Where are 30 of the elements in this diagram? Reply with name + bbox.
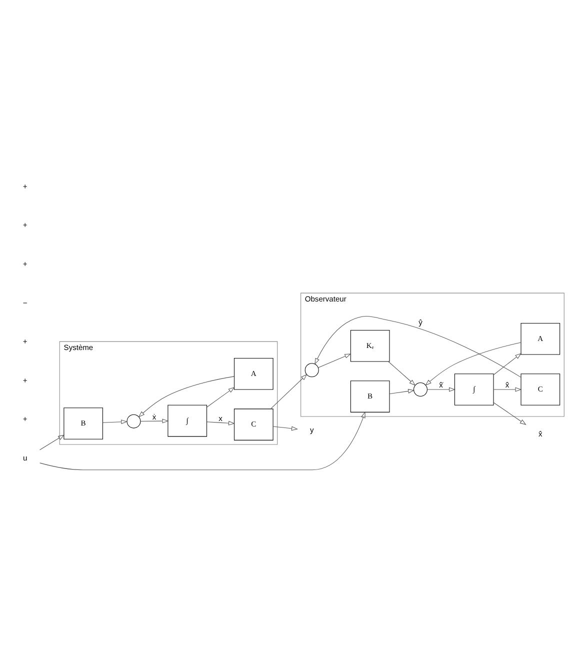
arrow [493,353,522,375]
arrow [40,434,65,450]
node-box: ∫ [454,374,494,406]
arrow [138,376,234,418]
arrow [314,316,522,378]
node-box: B [350,380,390,412]
arrow [270,374,308,410]
node-circle [413,382,428,397]
arrow [318,354,352,368]
arrow [389,388,415,394]
arrow [140,418,169,424]
node-circle [304,363,319,378]
node-box: C [234,408,274,440]
node-box: A [520,322,560,355]
arrow [40,412,366,470]
arrow [206,420,235,426]
arrow [426,387,456,392]
arrow [272,426,298,431]
node-circle [126,414,141,428]
node-box: ∫ [168,404,208,437]
arrow [493,402,526,425]
arrow [206,387,235,408]
node-box: C [520,374,560,406]
node-box: B [64,408,103,440]
arrow [493,387,522,392]
node-box: Kₑ [350,330,390,362]
arrow [425,342,522,386]
node-box: A [234,358,274,390]
arrow [388,361,416,386]
arrow [102,420,128,424]
